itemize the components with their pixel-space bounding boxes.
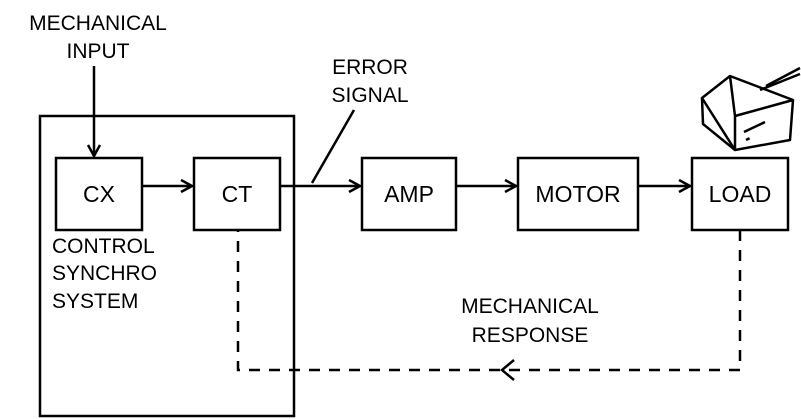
load-device-icon <box>702 68 800 150</box>
error-signal-label-line2: SIGNAL <box>331 84 408 107</box>
cx-block: CX <box>56 158 142 230</box>
motor-label: MOTOR <box>535 181 620 207</box>
load-label: LOAD <box>709 181 772 207</box>
control-synchro-label-line1: CONTROL <box>52 235 155 258</box>
error-signal-pointer <box>312 110 354 183</box>
cx-label: CX <box>83 181 115 207</box>
load-block: LOAD <box>692 158 788 230</box>
mechanical-input-label-line1: MECHANICAL <box>29 12 167 35</box>
ct-label: CT <box>222 181 253 207</box>
error-signal-label-line1: ERROR <box>332 56 408 79</box>
amp-label: AMP <box>384 181 434 207</box>
control-synchro-label-line3: SYSTEM <box>52 290 138 313</box>
mechanical-response-label-line1: MECHANICAL <box>461 295 599 318</box>
ct-block: CT <box>194 158 280 230</box>
motor-block: MOTOR <box>518 158 638 230</box>
amp-block: AMP <box>362 158 456 230</box>
control-synchro-label-line2: SYNCHRO <box>52 262 157 285</box>
mechanical-response-label-line2: RESPONSE <box>472 324 589 347</box>
mechanical-input-label-line2: INPUT <box>67 40 130 63</box>
